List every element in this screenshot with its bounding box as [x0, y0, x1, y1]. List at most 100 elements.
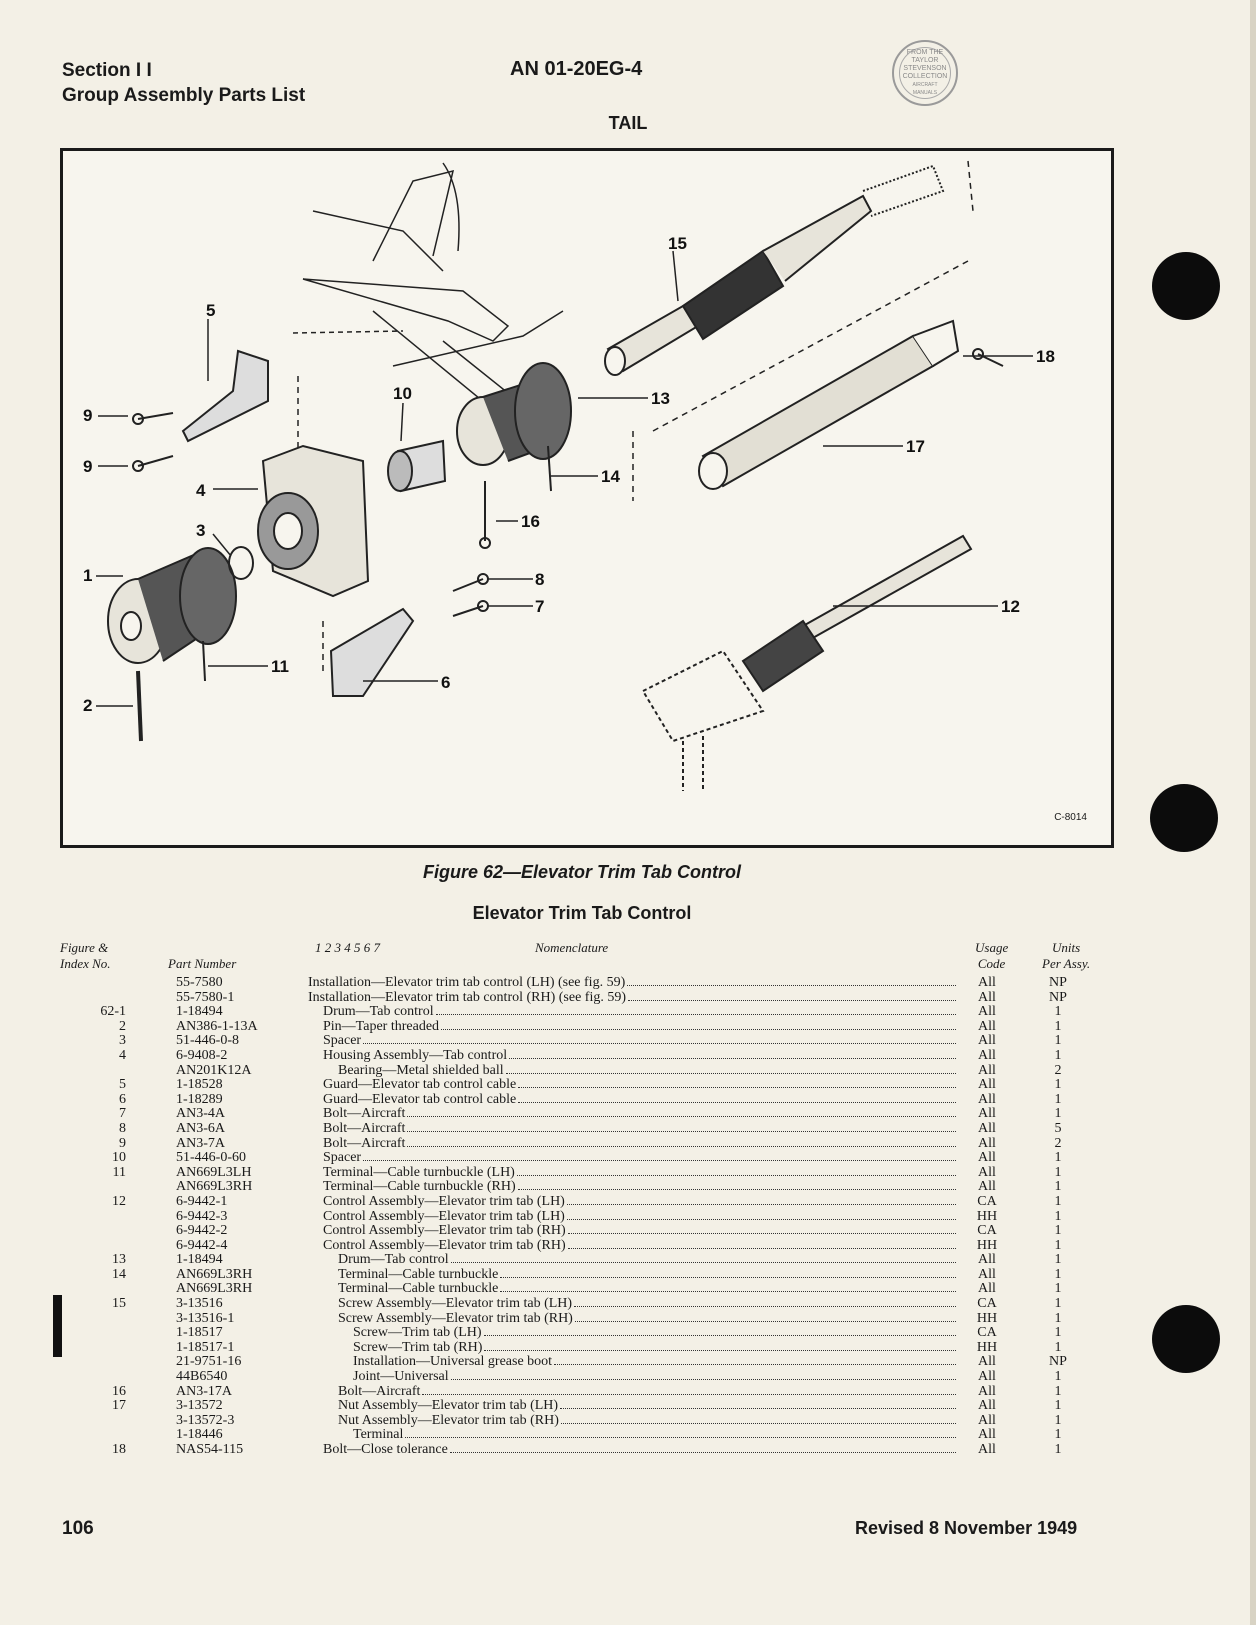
usage-code-cell: All [978, 1281, 996, 1297]
units-cell: 1 [1054, 1004, 1062, 1020]
index-cell: 11 [112, 1164, 126, 1180]
nomenclature-cell: Screw Assembly—Elevator trim tab (RH) [308, 1311, 956, 1327]
callout-11: 11 [271, 657, 289, 676]
units-cell: 1 [1054, 1193, 1062, 1209]
callout-labels: 1 2 3 4 5 6 7 8 9 9 10 11 12 13 14 15 16… [83, 234, 1055, 715]
part-number-cell: AN386-1-13A [176, 1018, 258, 1034]
nomenclature-text: Control Assembly—Elevator trim tab (LH) [323, 1208, 565, 1224]
page-number: 106 [62, 1518, 94, 1539]
part-number-cell: NAS54-115 [176, 1442, 244, 1457]
units-cell: 1 [1054, 1281, 1062, 1297]
units-cell: 2 [1054, 1135, 1062, 1151]
index-cell [60, 1064, 126, 1079]
units-cell: 1 [1054, 1252, 1062, 1268]
nomenclature-cell: Installation—Elevator trim tab control (… [308, 975, 956, 991]
nomenclature-text: Spacer [323, 1150, 362, 1166]
nomenclature-text: Control Assembly—Elevator trim tab (RH) [323, 1223, 566, 1239]
units-cell: 2 [1054, 1062, 1062, 1078]
nomenclature-cell: Control Assembly—Elevator trim tab (RH) [308, 1237, 956, 1254]
usage-code-cell: All [978, 1398, 996, 1414]
usage-code-cell: All [978, 1033, 996, 1049]
leader-dots [363, 1043, 956, 1045]
part-number-cell: 55-7580-1 [176, 989, 235, 1005]
nomenclature-cell: Terminal [308, 1428, 956, 1443]
nomenclature-cell: Control Assembly—Elevator trim tab (RH) [308, 1223, 956, 1239]
part-number-cell: AN3-6A [176, 1120, 225, 1136]
usage-code-cell: CA [977, 1223, 997, 1239]
nut-assembly-drawing [698, 319, 960, 490]
part-number-cell: 21-9751-16 [176, 1354, 242, 1370]
nomenclature-text: Nut Assembly—Elevator trim tab (RH) [338, 1412, 559, 1428]
units-cell: 1 [1054, 1150, 1062, 1166]
index-cell [60, 1341, 126, 1356]
index-cell: 14 [112, 1266, 126, 1282]
page-header-left: Section I I Group Assembly Parts List [62, 58, 305, 108]
usage-code-cell: All [978, 1091, 996, 1107]
units-cell: 1 [1054, 1018, 1062, 1034]
usage-code-cell: All [978, 989, 996, 1005]
usage-code-cell: All [978, 1442, 996, 1457]
callout-15: 15 [668, 234, 687, 253]
index-cell: 4 [119, 1047, 126, 1063]
units-cell: NP [1049, 989, 1067, 1005]
part-number-cell: 55-7580 [176, 975, 223, 990]
index-cell [60, 1370, 126, 1385]
nomenclature-text: Spacer [323, 1033, 362, 1049]
nomenclature-text: Screw—Trim tab (LH) [353, 1325, 482, 1341]
units-cell: 1 [1054, 1325, 1062, 1341]
nomenclature-text: Pin—Taper threaded [323, 1018, 440, 1034]
leader-dots [441, 1028, 956, 1030]
callout-5: 5 [206, 301, 215, 320]
nomenclature-cell: Terminal—Cable turnbuckle (LH) [308, 1164, 956, 1181]
units-cell: 1 [1054, 1179, 1062, 1195]
nomenclature-text: Bearing—Metal shielded ball [338, 1062, 504, 1078]
units-cell: 1 [1054, 1369, 1062, 1385]
nomenclature-cell: Installation—Elevator trim tab control (… [308, 990, 956, 1006]
part-number-cell: AN201K12A [176, 1062, 252, 1078]
usage-code-cell: CA [977, 1296, 997, 1312]
index-cell: 13 [112, 1252, 126, 1268]
callout-18: 18 [1036, 347, 1055, 366]
nomenclature-text: Guard—Elevator tab control cable [323, 1091, 517, 1107]
callout-17: 17 [906, 437, 925, 456]
part-number-cell: 3-13572 [176, 1398, 223, 1414]
nomenclature-text: Bolt—Close tolerance [323, 1442, 448, 1457]
nomenclature-text: Terminal—Cable turnbuckle (LH) [323, 1164, 515, 1180]
nomenclature-text: Screw—Trim tab (RH) [353, 1339, 483, 1355]
nomenclature-text: Control Assembly—Elevator trim tab (RH) [323, 1237, 566, 1253]
nomenclature-text: Guard—Elevator tab control cable [323, 1077, 517, 1093]
index-cell [60, 1312, 126, 1327]
index-cell: 6 [119, 1091, 126, 1107]
leader-dots [450, 1262, 956, 1264]
callout-13: 13 [651, 389, 670, 408]
nomenclature-text: Terminal—Cable turnbuckle [338, 1281, 499, 1297]
document-number: AN 01-20EG-4 [510, 58, 643, 80]
collection-stamp: FROM THE TAYLOR STEVENSON COLLECTION AIR… [892, 40, 958, 106]
part-number-cell: AN3-17A [176, 1383, 232, 1399]
leader-dots [574, 1306, 956, 1308]
index-cell: 17 [112, 1398, 126, 1414]
leader-dots [450, 1379, 956, 1381]
leader-dots [484, 1349, 956, 1351]
nomenclature-cell: Bolt—Close tolerance [308, 1442, 956, 1458]
leader-dots [567, 1233, 956, 1235]
usage-code-cell: All [978, 1252, 996, 1268]
nomenclature-cell: Pin—Taper threaded [308, 1018, 956, 1035]
units-cell: 5 [1054, 1120, 1062, 1136]
leader-dots [449, 1452, 956, 1453]
index-cell [60, 1428, 126, 1443]
drum-13-drawing [456, 362, 572, 492]
